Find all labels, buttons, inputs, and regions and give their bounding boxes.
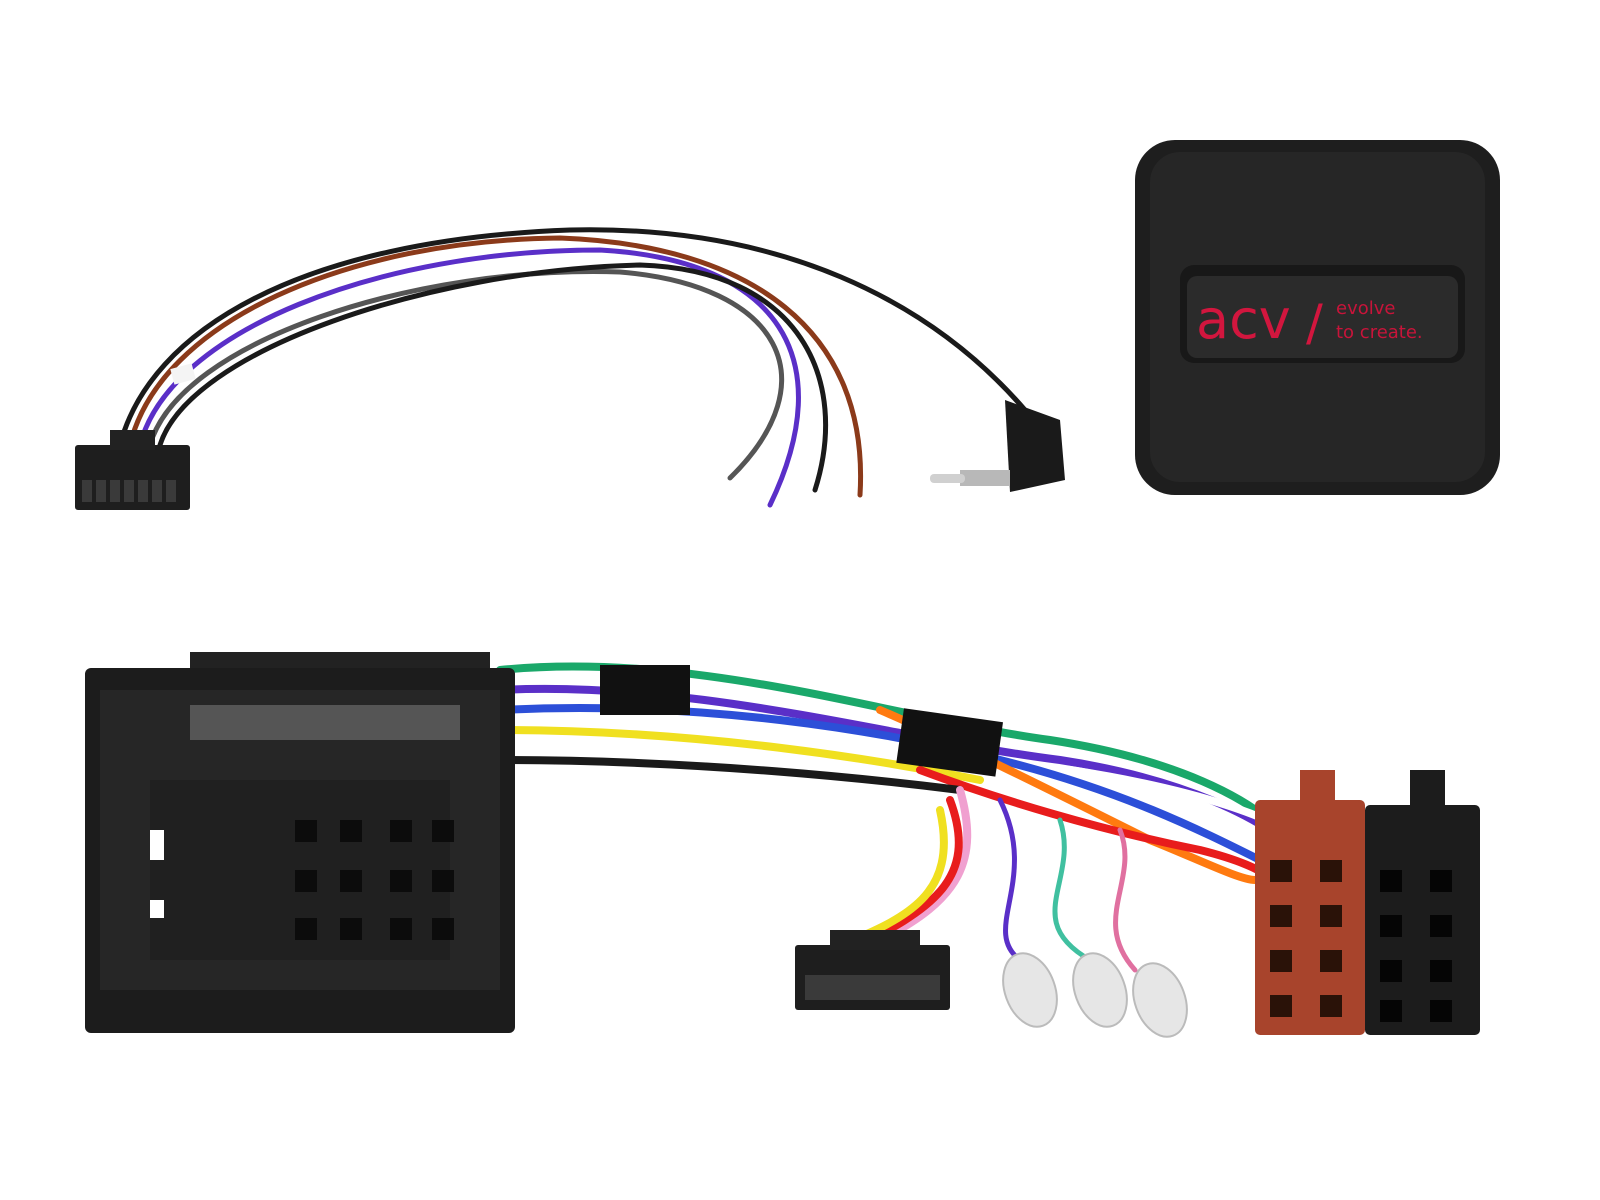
small-harness	[117, 227, 1028, 508]
iso-speaker-connector	[1365, 770, 1480, 1035]
logo-separator: /	[1306, 294, 1323, 352]
audio-jack	[930, 400, 1065, 492]
logo-brand: acv	[1196, 288, 1291, 351]
main-harness-wires	[496, 662, 1304, 973]
radio-16pin-connector	[795, 930, 950, 1010]
iso-power-connector	[1255, 770, 1365, 1035]
logo-tagline-2: to create.	[1336, 322, 1423, 343]
quadlock-connector	[85, 652, 515, 1033]
logo-tagline-1: evolve	[1336, 298, 1395, 319]
interface-box: acv / evolve to create.	[1135, 140, 1500, 495]
spade-terminals	[1002, 952, 1188, 1038]
small-16pin-connector	[75, 430, 190, 510]
